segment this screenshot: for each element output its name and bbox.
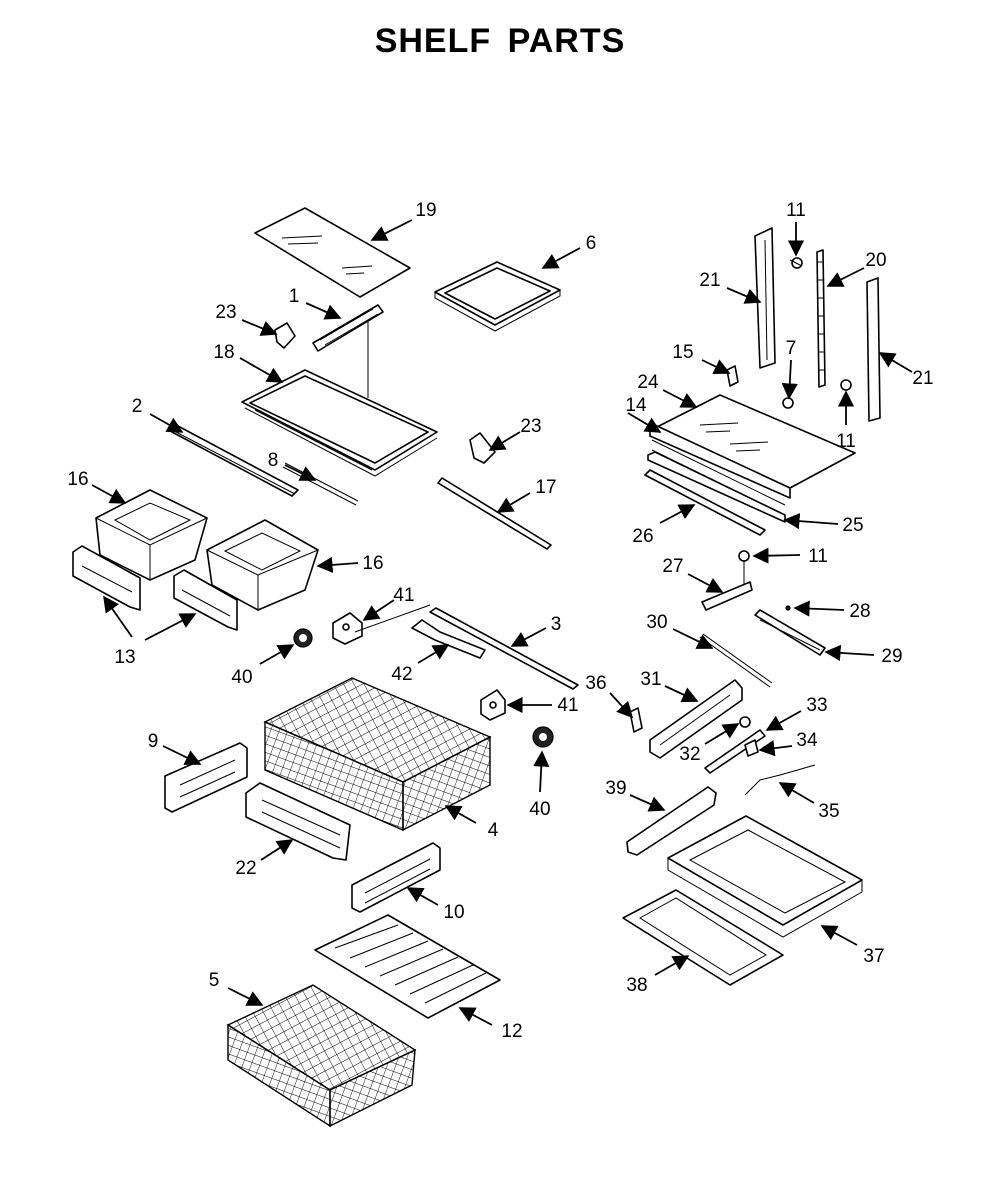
callout-31: 31 (640, 669, 661, 690)
part-11-screw-top (789, 257, 803, 269)
part-11-screw-right (840, 379, 852, 391)
callout-3: 3 (551, 614, 562, 635)
part-39-handle (626, 786, 717, 856)
part-20-rail (816, 249, 826, 388)
callout-33: 33 (806, 695, 827, 716)
callout-12: 12 (501, 1021, 522, 1042)
callout-28: 28 (849, 601, 870, 622)
callout-15: 15 (672, 342, 693, 363)
callout-32: 32 (679, 744, 700, 765)
part-38-frame (622, 889, 784, 986)
part-2-trim-rod (171, 425, 299, 497)
part-32-33-roller (704, 716, 766, 774)
callout-36: 36 (585, 673, 606, 694)
callout-30: 30 (646, 612, 667, 633)
part-41-bracket-right (480, 689, 506, 721)
part-27-bar (701, 560, 753, 611)
callout-22: 22 (235, 858, 256, 879)
callout-5: 5 (209, 970, 220, 991)
part-3-rod (354, 604, 579, 690)
callout-16: 16 (67, 469, 88, 490)
callout-41-right: 41 (557, 695, 578, 716)
callout-4: 4 (488, 820, 499, 841)
part-37-tray (667, 815, 863, 938)
callout-42: 42 (391, 664, 412, 685)
part-15-clip (726, 365, 739, 387)
part-1-shelf-rail (312, 304, 384, 398)
part-6-shelf (434, 261, 561, 332)
part-21-rail-right (866, 277, 881, 422)
callout-21: 21 (699, 270, 720, 291)
callout-26: 26 (632, 526, 653, 547)
callout-35: 35 (818, 801, 839, 822)
callout-19: 19 (415, 200, 436, 221)
part-23-clip-lower (469, 432, 496, 464)
callout-25: 25 (842, 515, 863, 536)
part-17-rod (437, 477, 552, 550)
part-21-rail-left (754, 227, 776, 369)
callout-10: 10 (443, 902, 464, 923)
part-10-divider (351, 842, 441, 913)
callout-6: 6 (586, 233, 597, 254)
part-22-divider (245, 782, 351, 861)
part-5-wire-basket (226, 984, 417, 1128)
callout-37: 37 (863, 946, 884, 967)
callout-38: 38 (626, 975, 647, 996)
callout-21-right: 21 (912, 368, 933, 389)
part-41-bracket (332, 612, 363, 645)
part-9-divider (164, 742, 248, 813)
part-29-bar (754, 609, 826, 656)
callout-16-right: 16 (362, 553, 383, 574)
part-18-shelf-frame (241, 369, 438, 477)
callout-40-right: 40 (529, 799, 550, 820)
callout-2: 2 (132, 396, 143, 417)
callout-17: 17 (535, 477, 556, 498)
part-31-slide (649, 679, 743, 759)
callout-11-lower: 11 (808, 546, 828, 567)
part-19-glass-shelf (254, 207, 411, 298)
part-11-screw-lower (738, 550, 750, 562)
callout-9: 9 (148, 731, 159, 752)
callout-13: 13 (114, 647, 135, 668)
part-26-rod (644, 469, 766, 536)
callout-23-lower: 23 (520, 416, 541, 437)
callout-41: 41 (393, 585, 414, 606)
part-36-clip (629, 707, 643, 733)
callout-1: 1 (289, 286, 300, 307)
page-title: SHELF PARTS (374, 22, 626, 60)
callout-11: 11 (786, 200, 806, 221)
callout-labels: 19 1 23 18 6 2 8 23 17 16 16 13 41 40 42… (67, 200, 933, 1042)
callout-24: 24 (637, 372, 659, 393)
callout-7: 7 (786, 338, 797, 359)
callout-11-right: 11 (836, 431, 856, 452)
part-7-screw (782, 397, 794, 409)
callout-18: 18 (213, 342, 234, 363)
part-13-handle-left (72, 545, 141, 611)
part-40-gear (293, 628, 313, 648)
part-13-handle-right (173, 569, 238, 631)
callout-27: 27 (662, 556, 683, 577)
part-8-rod (282, 462, 359, 506)
part-4-wire-basket (263, 677, 492, 832)
part-16-bin-left (95, 489, 208, 581)
callout-29: 29 (881, 646, 902, 667)
part-28-clip (785, 605, 791, 611)
part-40-gear-right (532, 726, 554, 748)
callout-34: 34 (796, 730, 818, 751)
part-16-bin-right (206, 519, 319, 611)
part-23-clip (274, 322, 296, 349)
part-34-35-hinge (744, 739, 816, 796)
callout-23: 23 (215, 302, 236, 323)
part-42-slide (411, 619, 486, 659)
leader-lines (91, 219, 913, 1026)
callout-39: 39 (605, 778, 626, 799)
part-12-grid-shelf (314, 914, 501, 1019)
callout-20: 20 (865, 250, 886, 271)
callout-40: 40 (231, 667, 252, 688)
part-30-rod (699, 633, 773, 688)
callout-14: 14 (625, 395, 647, 416)
callout-8: 8 (268, 450, 279, 471)
